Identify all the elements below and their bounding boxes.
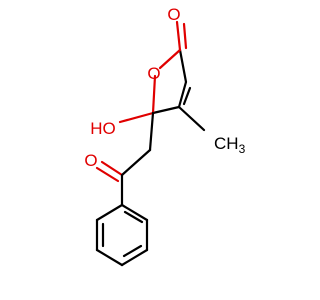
bond-c2-o-carbonyl [175,20,182,52]
atom-hydroxyl: HO [90,119,116,138]
bond-c3-c4-double [182,86,192,106]
methyl-subscript: 3 [239,142,246,156]
bond-c5-o1 [151,74,157,115]
bond-ph-4-5 [95,248,124,267]
molecule-diagram: O O HO O CH3 [84,5,246,267]
atom-o-carbonyl: O [167,5,180,24]
bond-c5-hydroxyl [118,111,155,124]
bond-c2-o-carbonyl-double [182,22,188,50]
atom-o-ring: O [147,64,160,83]
bond-c3-c4 [177,80,188,109]
atom-methyl: CH3 [214,134,246,156]
bond-ketone-c-o-double [95,166,120,183]
bond-ph-inner-1 [123,210,144,224]
bond-ph-inner-2 [122,244,143,258]
bond-o1-c2 [158,48,182,70]
bond-ph-6-1 [95,203,124,222]
bond-c4-c5 [151,105,181,115]
methyl-ch: CH [214,134,239,153]
bond-c5-ch2 [148,111,155,152]
atom-o-ketone: O [84,151,97,170]
bond-ph-3-4 [120,248,149,267]
bond-ph-1-2 [120,203,149,222]
bond-c4-methyl [177,105,206,132]
structure-canvas: O O HO O CH3 [84,5,246,267]
bond-ketone-c-o [100,160,124,177]
bond-c2-c3 [178,48,188,84]
bond-ch2-ketone-c [120,148,152,177]
